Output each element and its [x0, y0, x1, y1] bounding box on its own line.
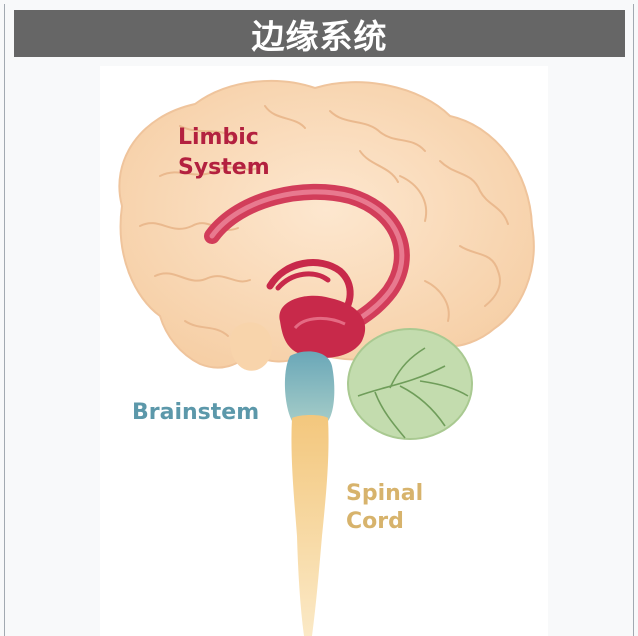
- page-title: 边缘系统: [14, 10, 625, 57]
- hippocampus-highlight: [293, 317, 346, 330]
- brain-folds: [139, 105, 509, 337]
- temporal-bulge: [230, 322, 272, 371]
- brainstem-shape: [284, 351, 335, 429]
- limbic-label-line1: Limbic: [178, 125, 259, 150]
- brain-illustration: Limbic System Brainstem Spinal Cord: [118, 80, 535, 636]
- spinal-cord-shape: [291, 415, 329, 636]
- brainstem-label: Brainstem: [132, 400, 259, 425]
- limbic-structure: [204, 183, 410, 336]
- spinal-label-line1: Spinal: [346, 481, 423, 506]
- limbic-label-line2: System: [178, 155, 270, 180]
- hippocampus-shape: [279, 295, 366, 358]
- cerebellum-veins: [357, 347, 469, 439]
- cerebellum-shape: [347, 328, 473, 440]
- cerebrum-shape: [118, 80, 535, 369]
- limbic-system-diagram: Limbic System Brainstem Spinal Cord: [100, 66, 548, 636]
- spinal-label-line2: Cord: [346, 509, 404, 534]
